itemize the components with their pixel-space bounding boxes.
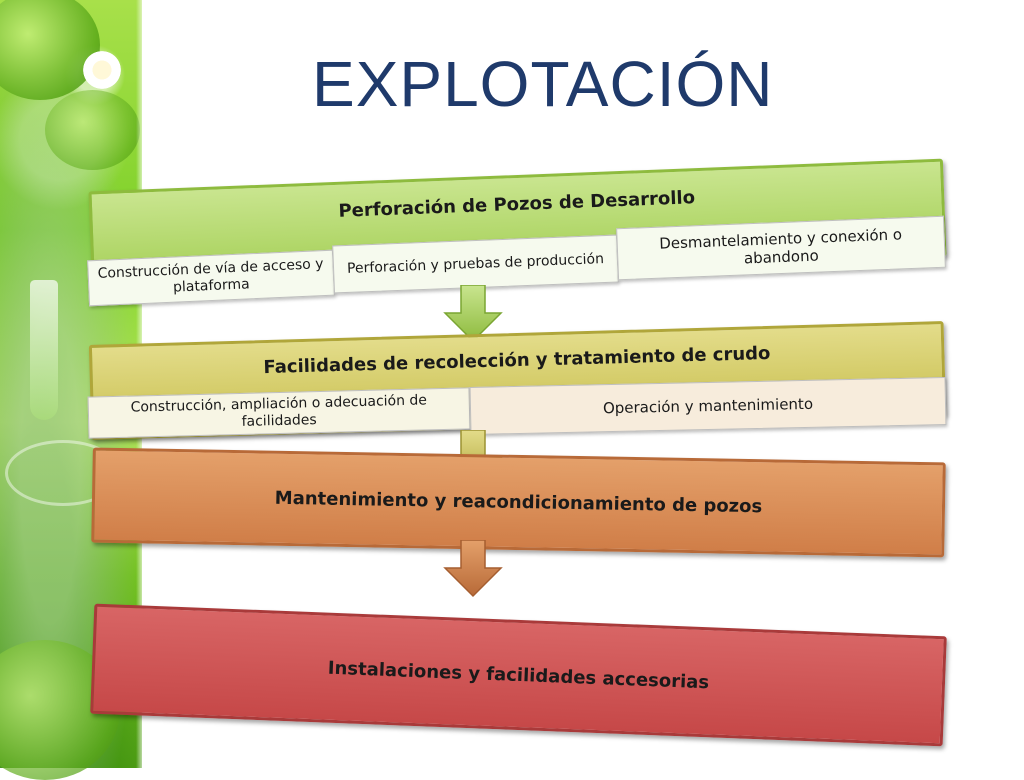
step-label: Desmantelamiento y conexión o abandono — [658, 225, 903, 268]
step-label: Construcción de vía de acceso y platafor… — [97, 256, 324, 296]
step-construccion-via: Construcción de vía de acceso y platafor… — [87, 249, 335, 307]
stage-label: Facilidades de recolección y tratamiento… — [263, 342, 771, 379]
leaf-icon — [45, 90, 140, 170]
flower-icon — [80, 48, 124, 92]
step-construccion-facilidades: Construcción, ampliación o adecuación de… — [87, 387, 471, 439]
down-arrow-icon — [443, 285, 503, 343]
step-operacion-mantenimiento: Operación y mantenimiento — [469, 377, 947, 435]
stage-instalaciones: Instalaciones y facilidades accesorias — [90, 603, 947, 747]
step-label: Construcción, ampliación o adecuación de… — [130, 392, 428, 430]
water-drop-icon — [30, 280, 58, 420]
stage-mantenimiento: Mantenimiento y reacondicionamiento de p… — [91, 447, 946, 558]
stage-label: Mantenimiento y reacondicionamiento de p… — [274, 487, 763, 518]
step-label: Perforación y pruebas de producción — [346, 250, 605, 277]
step-desmantelamiento: Desmantelamiento y conexión o abandono — [616, 215, 946, 281]
down-arrow-icon — [443, 540, 503, 598]
stage-label: Perforación de Pozos de Desarrollo — [338, 187, 696, 222]
page-title: EXPLOTACIÓN — [312, 48, 774, 120]
stage-label: Instalaciones y facilidades accesorias — [327, 657, 710, 693]
step-label: Operación y mantenimiento — [602, 394, 814, 418]
